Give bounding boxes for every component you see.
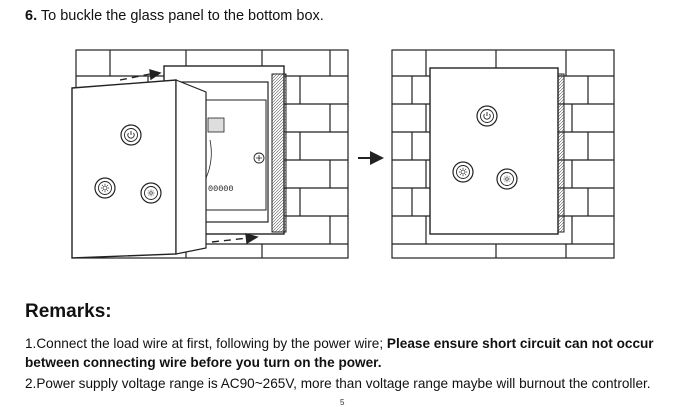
glass-panel-installed: [429, 67, 565, 235]
brightness-down-icon: [147, 189, 155, 197]
step-text: To buckle the glass panel to the bottom …: [40, 8, 324, 24]
power-icon: [483, 112, 491, 120]
step-instruction: 6. To buckle the glass panel to the bott…: [25, 8, 324, 24]
remark-1-line-1: 1.Connect the load wire at first, follow…: [25, 334, 654, 353]
brightness-down-icon: [503, 175, 511, 183]
insertion-arrows: [119, 69, 259, 245]
remark-1-warning: Please ensure short circuit can not occu…: [386, 336, 654, 351]
remark-2: 2.Power supply voltage range is AC90~265…: [25, 376, 651, 391]
remark-1-line-2: between connecting wire before you turn …: [25, 353, 382, 372]
terminal-block-digits: 00000: [208, 184, 234, 194]
glass-panel-front: [71, 79, 207, 259]
remark-1-text: 1.Connect the load wire at first, follow…: [25, 336, 387, 351]
remarks-heading: Remarks:: [25, 301, 112, 322]
remark-1-warning-cont: between connecting wire before you turn …: [25, 355, 382, 370]
step-number: 6.: [25, 8, 38, 24]
installation-diagram: 00000: [71, 49, 615, 259]
brightness-up-icon: [458, 167, 468, 177]
next-step-arrow: [358, 151, 384, 165]
page-number: 5: [340, 398, 345, 407]
power-icon: [127, 131, 135, 139]
brightness-up-icon: [100, 183, 110, 193]
